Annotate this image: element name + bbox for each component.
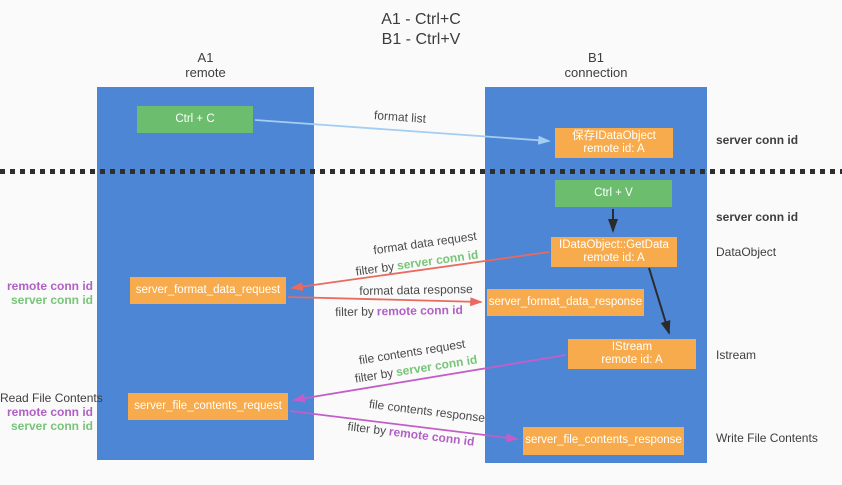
title-line-2: B1 - Ctrl+V — [381, 31, 461, 48]
format-data-response-arrow — [287, 296, 483, 307]
filter-by-text: filter by — [353, 365, 395, 386]
read-file-contents-label: Read File Contents — [0, 391, 103, 405]
node-ctrl-c-label: Ctrl + C — [175, 112, 215, 125]
remote-conn-id-text: remote conn id — [388, 424, 476, 449]
left-remote-conn-id-2: remote conn id — [6, 405, 93, 419]
column-header-b1: B1 connection — [485, 50, 707, 80]
write-file-contents-label: Write File Contents — [716, 431, 818, 445]
node-server-format-data-response: server_format_data_response — [487, 289, 644, 316]
right-server-conn-id-mid: server conn id — [716, 210, 799, 224]
title-line-1: A1 - Ctrl+C — [381, 11, 461, 28]
node-server-file-contents-request-label: server_file_contents_request — [134, 399, 282, 412]
node-istream: IStream remote id: A — [568, 339, 696, 369]
node-save-idataobject-line1: 保存IDataObject — [572, 129, 656, 142]
column-b1-name: B1 — [588, 50, 604, 65]
column-a1-name: A1 — [197, 50, 214, 65]
node-ctrl-c: Ctrl + C — [137, 106, 253, 133]
left-labels-format: remote conn id server conn id — [0, 279, 93, 307]
node-idataobject-getdata-line2: remote id: A — [583, 252, 645, 264]
node-server-file-contents-response: server_file_contents_response — [523, 427, 684, 455]
node-idataobject-getdata: IDataObject::GetData remote id: A — [551, 237, 677, 267]
left-server-conn-id: server conn id — [10, 293, 93, 307]
right-istream-label: Istream — [716, 348, 757, 362]
dashed-divider-line — [0, 169, 842, 174]
right-server-conn-id-top: server conn id — [716, 133, 799, 147]
filter-by-text: filter by — [354, 259, 396, 279]
node-save-idataobject-line2: remote id: A — [583, 143, 645, 155]
edge-label-format-data-response: format data response — [359, 282, 473, 298]
right-dataobject-label: DataObject — [716, 245, 777, 259]
column-b1-subtitle: connection — [564, 65, 628, 80]
column-header-a1: A1 remote — [97, 50, 314, 80]
diagram-title: A1 - Ctrl+C B1 - Ctrl+V — [0, 10, 842, 50]
filter-by-text: filter by — [335, 304, 374, 320]
node-server-format-data-request: server_format_data_request — [130, 277, 286, 304]
filter-by-text: filter by — [346, 419, 387, 438]
node-idataobject-getdata-line1: IDataObject::GetData — [559, 238, 669, 251]
node-server-format-data-request-label: server_format_data_request — [135, 283, 281, 296]
edge-label-format-list: format list — [373, 108, 427, 126]
node-ctrl-v-label: Ctrl + V — [594, 186, 633, 199]
node-server-file-contents-response-label: server_file_contents_response — [525, 434, 682, 447]
left-server-conn-id-2: server conn id — [10, 419, 93, 433]
left-labels-file: Read File Contents remote conn id server… — [0, 391, 103, 433]
node-istream-line1: IStream — [611, 340, 653, 353]
edge-label-file-response-filter: filter byremote conn id — [347, 419, 475, 448]
column-a1-subtitle: remote — [185, 65, 226, 80]
node-ctrl-v: Ctrl + V — [555, 180, 672, 207]
node-server-file-contents-request: server_file_contents_request — [128, 393, 288, 420]
left-remote-conn-id: remote conn id — [6, 279, 93, 293]
edge-label-file-contents-response: file contents response — [368, 396, 486, 426]
remote-conn-id-text: remote conn id — [376, 302, 463, 319]
node-istream-line2: remote id: A — [601, 354, 663, 366]
node-save-idataobject: 保存IDataObject remote id: A — [555, 128, 673, 158]
node-server-format-data-response-label: server_format_data_response — [488, 295, 643, 308]
